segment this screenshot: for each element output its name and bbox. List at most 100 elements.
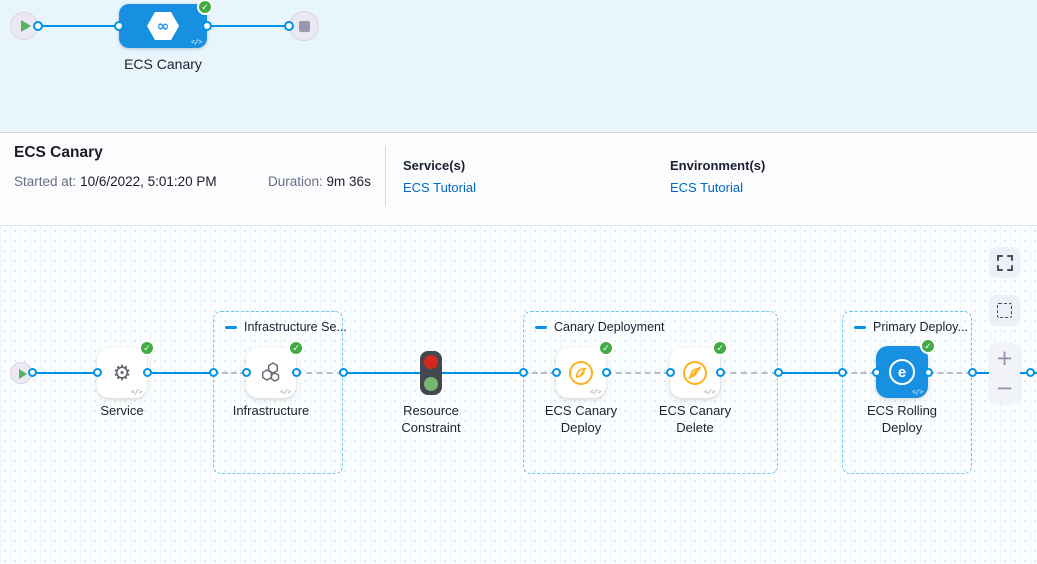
code-icon: </> (130, 388, 143, 396)
services-link[interactable]: ECS Tutorial (403, 180, 476, 195)
marquee-select-button[interactable] (989, 295, 1020, 326)
execution-summary-bar: ECS Canary Started at: 10/6/2022, 5:01:2… (0, 134, 1037, 225)
collapse-group-icon[interactable] (854, 325, 866, 329)
edge (38, 25, 119, 27)
connector-port (968, 368, 977, 377)
collapse-group-icon[interactable] (535, 325, 547, 329)
node-infrastructure[interactable]: ✓ </> (246, 340, 304, 398)
edge (32, 372, 97, 374)
connector-port (93, 368, 102, 377)
success-badge: ✓ (288, 340, 304, 356)
connector-port (339, 368, 348, 377)
connector-port (1026, 368, 1035, 377)
pipeline-end-node[interactable] (289, 11, 319, 41)
zoom-controls: + − (989, 343, 1020, 403)
services-label: Service(s) (403, 158, 466, 173)
node-resource-constraint[interactable] (420, 351, 442, 395)
gear-icon: ⚙ (112, 360, 132, 385)
started-at: Started at: 10/6/2022, 5:01:20 PM (14, 174, 217, 189)
environments-label: Environment(s) (670, 158, 766, 173)
duration-value: 9m 36s (326, 174, 371, 189)
minimap-stage-label: ECS Canary (124, 56, 202, 72)
edge (207, 25, 289, 27)
success-badge: ✓ (139, 340, 155, 356)
node-service[interactable]: ✓ ⚙ </> (97, 340, 155, 398)
pipeline-stage-icon: ∞ (147, 12, 179, 40)
node-label: ECS Canary Deploy (544, 403, 618, 435)
zoom-out-button[interactable]: − (995, 376, 1014, 400)
execution-graph-canvas[interactable]: Infrastructure Se... Canary Deployment P… (0, 225, 1037, 564)
zoom-in-button[interactable]: + (995, 346, 1014, 370)
success-badge: ✓ (197, 0, 213, 15)
group-primary-deployment: Primary Deploy... (842, 311, 972, 474)
group-label: Primary Deploy... (873, 320, 968, 334)
connector-port (519, 368, 528, 377)
edge (720, 372, 778, 374)
edge (606, 372, 670, 374)
marquee-icon (997, 303, 1012, 318)
connector-port (838, 368, 847, 377)
stop-icon (299, 21, 310, 32)
edge (928, 372, 972, 374)
canary-deploy-icon (569, 361, 593, 385)
connector-port (666, 368, 675, 377)
success-badge: ✓ (920, 338, 936, 354)
connector-port (552, 368, 561, 377)
success-badge: ✓ (598, 340, 614, 356)
code-icon: </> (190, 38, 203, 46)
connector-port (143, 368, 152, 377)
infrastructure-icon (261, 362, 280, 382)
traffic-light-red (424, 355, 438, 369)
group-canary-deployment: Canary Deployment (523, 311, 778, 474)
edge (147, 372, 213, 374)
edge (778, 372, 842, 374)
connector-port (774, 368, 783, 377)
ecs-rolling-icon: e (889, 359, 915, 385)
started-at-value: 10/6/2022, 5:01:20 PM (80, 174, 217, 189)
connector-port (284, 21, 294, 31)
code-icon: </> (279, 388, 292, 396)
edge (213, 372, 246, 374)
connector-port (114, 21, 124, 31)
connector-port (209, 368, 218, 377)
play-icon (19, 369, 27, 379)
edge (343, 372, 421, 374)
stage-minimap-band: ✓ ∞ </> ECS Canary (0, 0, 1037, 133)
edge (296, 372, 343, 374)
success-badge: ✓ (712, 340, 728, 356)
node-label: ECS Rolling Deploy (866, 403, 938, 435)
node-ecs-canary-deploy[interactable]: ✓ </> (556, 340, 614, 398)
connector-port (602, 368, 611, 377)
canary-delete-icon (683, 361, 707, 385)
edge (842, 372, 876, 374)
connector-port (242, 368, 251, 377)
edge (442, 372, 523, 374)
duration: Duration: 9m 36s (268, 174, 371, 189)
node-label: Infrastructure (232, 403, 310, 418)
stage-title: ECS Canary (14, 144, 103, 161)
connector-port (872, 368, 881, 377)
code-icon: </> (589, 388, 602, 396)
connector-port (202, 21, 212, 31)
collapse-group-icon[interactable] (225, 325, 237, 329)
fullscreen-button[interactable] (989, 247, 1020, 278)
group-label: Infrastructure Se... (244, 320, 347, 334)
code-icon: </> (911, 388, 924, 396)
connector-port (716, 368, 725, 377)
node-ecs-canary-delete[interactable]: ✓ </> (670, 340, 728, 398)
minimap-stage-ecs-canary[interactable]: ✓ ∞ </> (119, 0, 213, 48)
divider (385, 146, 386, 206)
environments-link[interactable]: ECS Tutorial (670, 180, 743, 195)
node-label: Service (100, 403, 144, 418)
code-icon: </> (703, 388, 716, 396)
edge (523, 372, 556, 374)
fullscreen-icon (996, 254, 1013, 271)
node-label: Resource Constraint (401, 403, 461, 435)
group-infrastructure-section: Infrastructure Se... (213, 311, 347, 474)
connector-port (924, 368, 933, 377)
node-label: ECS Canary Delete (658, 403, 732, 435)
group-label: Canary Deployment (554, 320, 665, 334)
traffic-light-green (424, 377, 438, 391)
started-at-label: Started at: (14, 174, 77, 189)
node-ecs-rolling-deploy[interactable]: ✓ e </> (876, 338, 936, 398)
